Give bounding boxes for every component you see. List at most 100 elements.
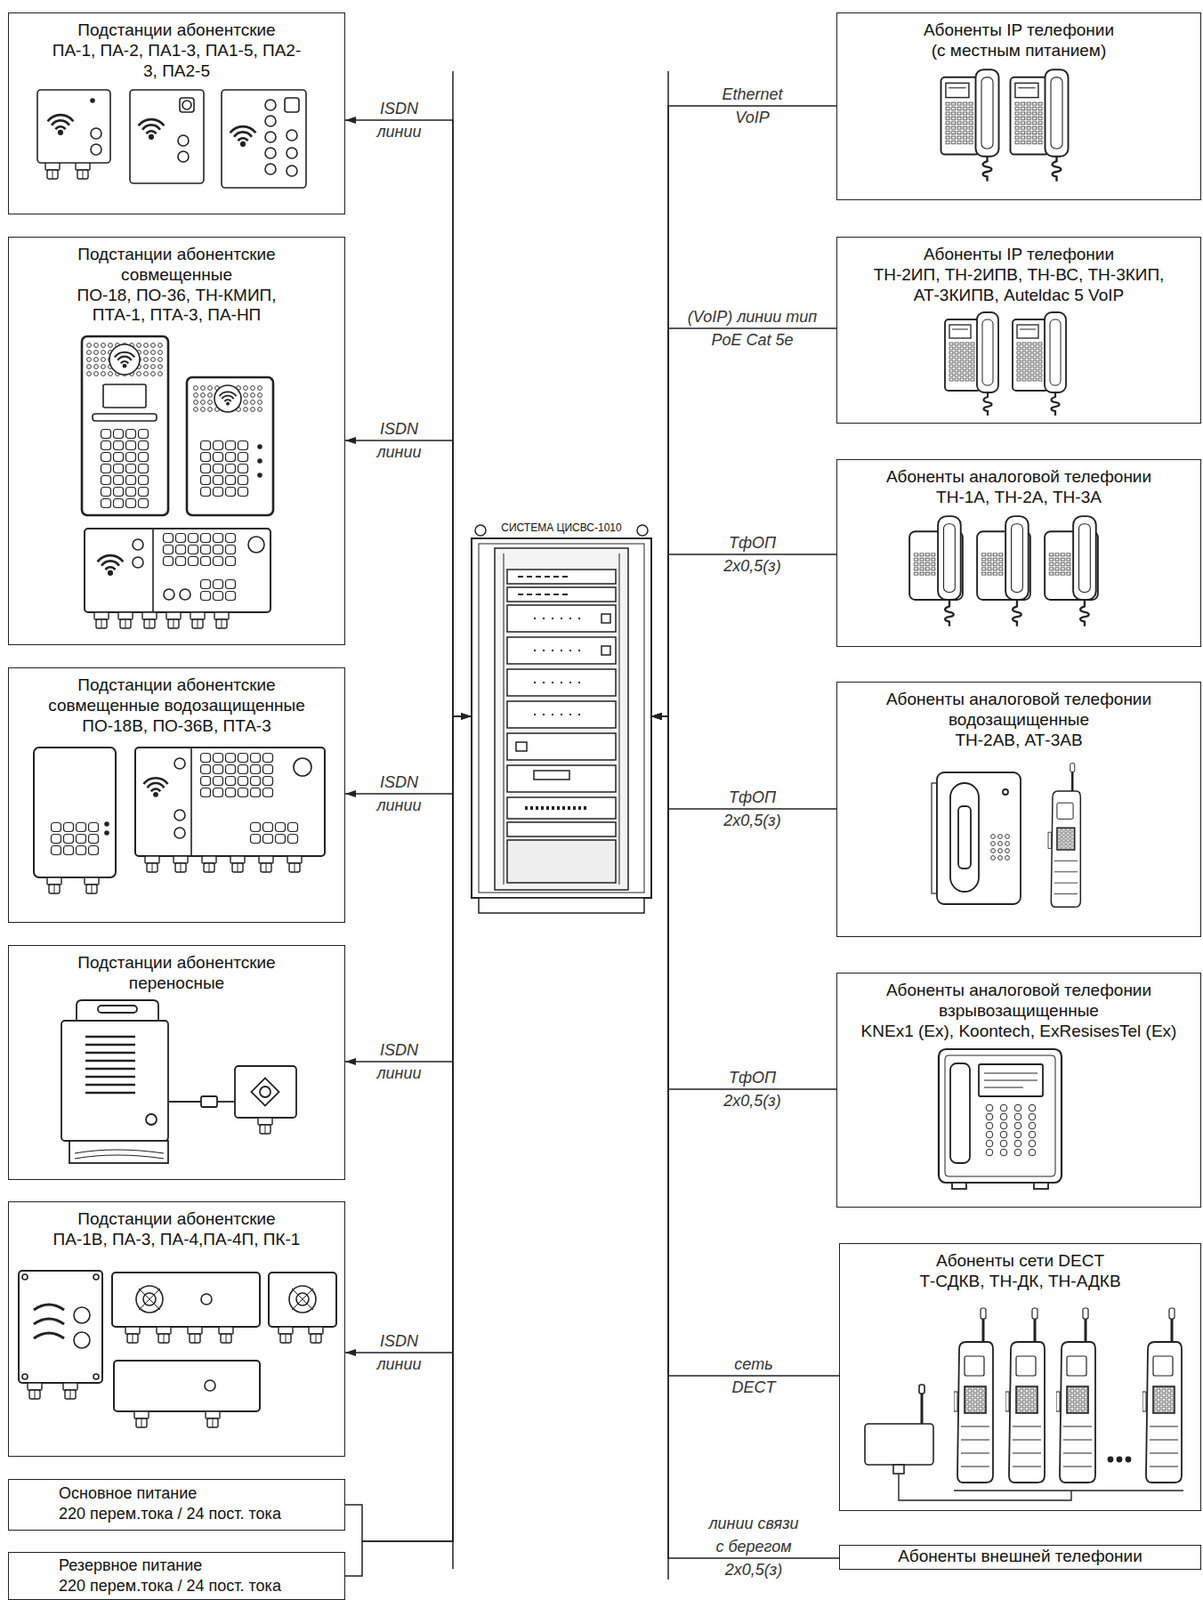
- system-cabinet: [478, 897, 645, 913]
- connector: [345, 120, 472, 717]
- substation-box: Подстанции абонентские переносные: [8, 944, 346, 1180]
- connector: [345, 440, 472, 717]
- node-text: Абоненты внешней телефонии: [847, 1546, 1195, 1567]
- node-text: Подстанции абонентские совмещенные: [52, 244, 302, 286]
- combined-substation: [192, 384, 264, 413]
- substation-device: [27, 1382, 42, 1399]
- connector: [651, 716, 837, 809]
- substation-device: [93, 1274, 99, 1280]
- analog-phone: [1044, 516, 1099, 627]
- combined-substation: [81, 336, 169, 516]
- system-cabinet: [601, 613, 611, 623]
- node-text: ПО-18, ПО-36, ТН-КМИП, ПТА-1, ПТА-3, ПА-…: [52, 285, 302, 327]
- waterproof-substation: [173, 855, 188, 872]
- substation-device: [286, 165, 298, 177]
- node-text: ПА-1, ПА-2, ПА1-3, ПА1-5, ПА2-3, ПА2-5: [52, 40, 302, 82]
- connector-group: [345, 105, 840, 1576]
- node-text: ТН-2АВ, АТ-3АВ: [842, 730, 1195, 751]
- substation-device: [63, 1382, 78, 1399]
- substation-device: [90, 144, 102, 155]
- portable-substation: [145, 1114, 157, 1125]
- node-text: СИСТЕМА ЦИСВС-1010: [472, 521, 651, 534]
- system-cabinet: [533, 770, 570, 780]
- analog-phone: [976, 516, 1031, 627]
- portable-substation: [234, 1065, 297, 1118]
- analog-phone: [909, 516, 963, 627]
- node-text: Подстанции абонентские совмещенные водоз…: [43, 675, 311, 717]
- combined-substation: [166, 612, 181, 629]
- substation-device: [129, 89, 204, 184]
- combined-substation: [258, 473, 262, 477]
- connector: [651, 554, 837, 717]
- waterproof-substation: [190, 747, 193, 856]
- substation-device: [18, 1270, 337, 1428]
- substation-device: [221, 89, 307, 188]
- node-text: Абоненты аналоговой телефонии: [842, 467, 1195, 488]
- system-cabinet: [503, 553, 505, 885]
- system-cabinet: [471, 538, 652, 898]
- waterproof-substation: [249, 821, 299, 845]
- combined-substation: [142, 612, 157, 629]
- substation-device: [286, 147, 298, 159]
- combined-substation: [179, 589, 191, 600]
- waterproof-substation: [174, 758, 186, 769]
- waterproof-substation: [293, 758, 312, 776]
- waterproof-substation: [104, 831, 109, 835]
- connector: [651, 716, 840, 1559]
- portable-substation: [258, 1117, 273, 1134]
- portable-substation: [61, 1020, 169, 1141]
- substation-device: [278, 1326, 293, 1343]
- node-text: ПА-1В, ПА-3, ПА-4,ПА-4П, ПК-1: [16, 1229, 338, 1251]
- edge-label: ISDN линии: [376, 770, 421, 817]
- system-cabinet: [507, 569, 616, 584]
- system-cabinet: [507, 765, 616, 792]
- substation-device: [73, 1307, 90, 1324]
- waterproof-substation: [258, 855, 274, 872]
- combined-substation: [161, 532, 237, 567]
- substation-device: [45, 162, 60, 179]
- combined-substation: [163, 589, 175, 600]
- node-text: Абоненты аналоговой телефонии взрывозащи…: [842, 980, 1195, 1022]
- waterproof-substation: [174, 827, 186, 839]
- substation-device: [22, 1373, 28, 1380]
- substation-device: [289, 1285, 316, 1313]
- substation-device: [112, 1272, 260, 1327]
- edge-label: Ethernet VoIP: [721, 82, 783, 130]
- system-cabinet: СИСТЕМА ЦИСВС-1010: [471, 520, 652, 913]
- system-cabinet: [478, 543, 645, 893]
- substation-device: [218, 1326, 234, 1343]
- waterproof-substation: [145, 855, 160, 872]
- substation-box: Подстанции абонентские совмещенныеПО-18,…: [8, 236, 346, 646]
- connector: [651, 716, 840, 1376]
- portable-substation: [217, 1100, 235, 1103]
- explosion-proof-phone: [952, 1182, 967, 1189]
- node-text: Основное питание: [58, 1483, 344, 1504]
- ip-phone: [1012, 312, 1066, 416]
- subscriber-box: Абоненты аналоговой телефонии взрывозащи…: [836, 972, 1202, 1208]
- dect-network: [919, 1384, 925, 1394]
- waterproof-phone: [958, 806, 971, 869]
- waterproof-substation: [33, 747, 116, 878]
- system-cabinet: [507, 822, 616, 837]
- subscriber-box: Абоненты аналоговой телефонии водозащище…: [836, 681, 1202, 937]
- substation-device: [177, 151, 189, 162]
- substation-device: [204, 1380, 216, 1391]
- ip-phone: [1010, 69, 1069, 182]
- explosion-proof-phone: [982, 1103, 1040, 1157]
- substation-device: [33, 1304, 65, 1339]
- node-text: Подстанции абонентские переносные: [52, 952, 302, 994]
- node-text: Подстанции абонентские: [16, 1209, 338, 1230]
- substation-device: [18, 1270, 103, 1383]
- substation-device: [308, 1326, 323, 1343]
- analog-phone: [909, 516, 1099, 627]
- substation-device: [268, 1272, 337, 1327]
- node-text: Абоненты IP телефонии: [842, 20, 1195, 41]
- substation-device: [177, 135, 189, 146]
- system-cabinet: [533, 618, 588, 715]
- substation-device: [265, 131, 276, 143]
- node-text: ТН-1А, ТН-2А, ТН-3А: [842, 487, 1195, 509]
- node-text: (с местным питанием): [842, 40, 1195, 62]
- waterproof-substation: [199, 751, 275, 799]
- system-cabinet: [494, 548, 629, 890]
